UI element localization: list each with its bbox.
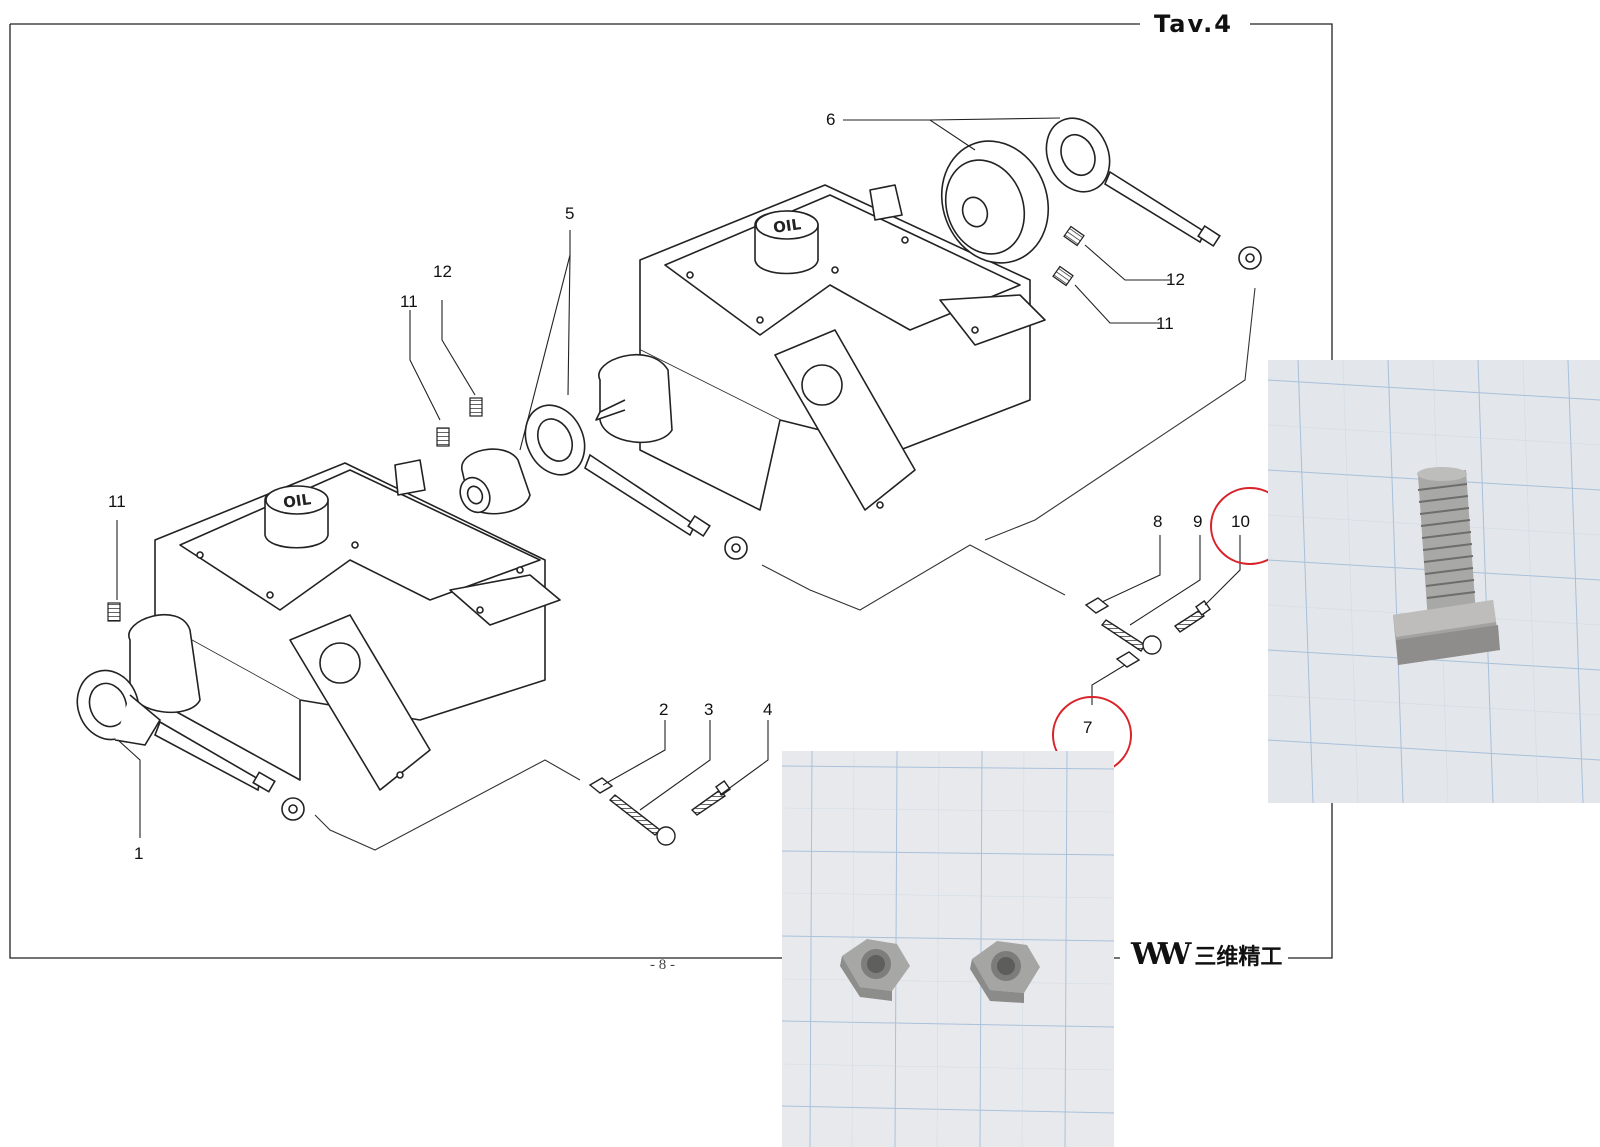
brand-mark: WW [1131, 937, 1191, 972]
callout-5: 5 [565, 204, 575, 223]
frame-title: Tav.4 [1148, 10, 1239, 38]
gearbox-rear: OIL [595, 184, 1046, 511]
callout-4: 4 [763, 700, 773, 719]
leader-lines [116, 117, 1241, 838]
callout-7: 7 [1083, 718, 1093, 737]
callout-10: 10 [1231, 512, 1250, 531]
callout-12-mid: 12 [433, 262, 452, 281]
callout-11-left: 11 [108, 492, 126, 511]
callout-11-right: 11 [1156, 314, 1174, 333]
callout-3: 3 [704, 700, 714, 719]
brand-name: 三维精工 [1194, 944, 1283, 970]
callout-11-mid: 11 [400, 292, 418, 311]
pulley [940, 117, 1262, 270]
page-number: - 8 - [650, 957, 675, 973]
callout-2: 2 [659, 700, 669, 719]
callout-6: 6 [826, 110, 836, 129]
relation-paths [314, 287, 1256, 851]
callout-8: 8 [1153, 512, 1163, 531]
nuts-photo [782, 751, 1114, 1147]
hardware [588, 597, 1211, 846]
cap-label-front: OIL [282, 490, 313, 512]
gearbox-front: OIL [128, 459, 561, 791]
cap-label-rear: OIL [772, 215, 803, 237]
callout-9: 9 [1193, 512, 1203, 531]
eccentric-rod-front [76, 669, 305, 821]
bolt-photo [1268, 360, 1600, 803]
callout-1: 1 [134, 844, 144, 863]
brand-logo: WW 三维精工 [1125, 937, 1289, 972]
callout-12-right: 12 [1166, 270, 1185, 289]
collar [459, 448, 531, 515]
page-frame [9, 23, 1333, 959]
grub-screws [107, 225, 1085, 622]
eccentric-rod-rear [524, 404, 748, 560]
